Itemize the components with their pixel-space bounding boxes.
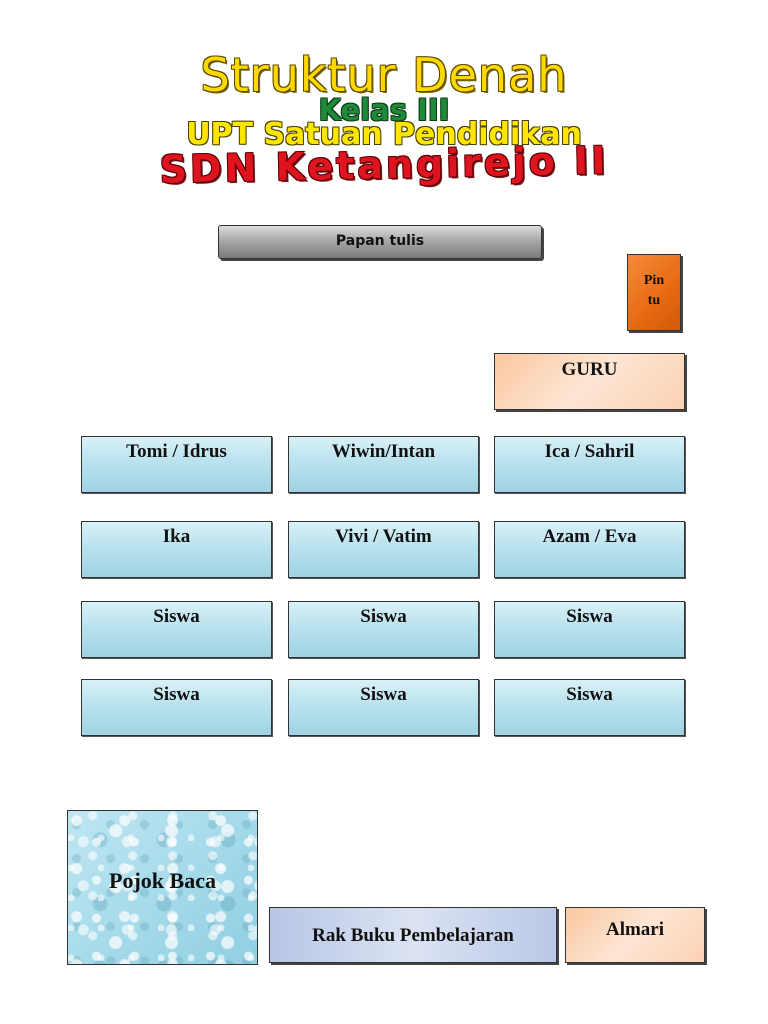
student-desk: Vivi / Vatim bbox=[288, 521, 479, 578]
student-desk: Siswa bbox=[81, 679, 272, 736]
student-desk: Tomi / Idrus bbox=[81, 436, 272, 493]
cupboard: Almari bbox=[565, 907, 705, 963]
door: Pin tu bbox=[627, 254, 681, 331]
title-line-1: Struktur Denah bbox=[200, 48, 568, 102]
student-desk: Siswa bbox=[288, 679, 479, 736]
student-desk: Wiwin/Intan bbox=[288, 436, 479, 493]
title-line-2: Kelas III bbox=[318, 93, 450, 127]
student-desk: Siswa bbox=[494, 679, 685, 736]
teacher-desk: GURU bbox=[494, 353, 685, 410]
bookshelf: Rak Buku Pembelajaran bbox=[269, 907, 557, 963]
title-line-3: UPT Satuan Pendidikan bbox=[186, 117, 582, 152]
reading-corner: Pojok Baca bbox=[67, 810, 258, 965]
student-desk: Siswa bbox=[494, 601, 685, 658]
door-label-2: tu bbox=[647, 293, 661, 308]
door-label-1: Pin bbox=[643, 273, 665, 288]
student-desk: Ica / Sahril bbox=[494, 436, 685, 493]
whiteboard: Papan tulis bbox=[218, 225, 542, 259]
student-desk: Ika bbox=[81, 521, 272, 578]
student-desk: Siswa bbox=[288, 601, 479, 658]
student-desk: Siswa bbox=[81, 601, 272, 658]
student-desk: Azam / Eva bbox=[494, 521, 685, 578]
